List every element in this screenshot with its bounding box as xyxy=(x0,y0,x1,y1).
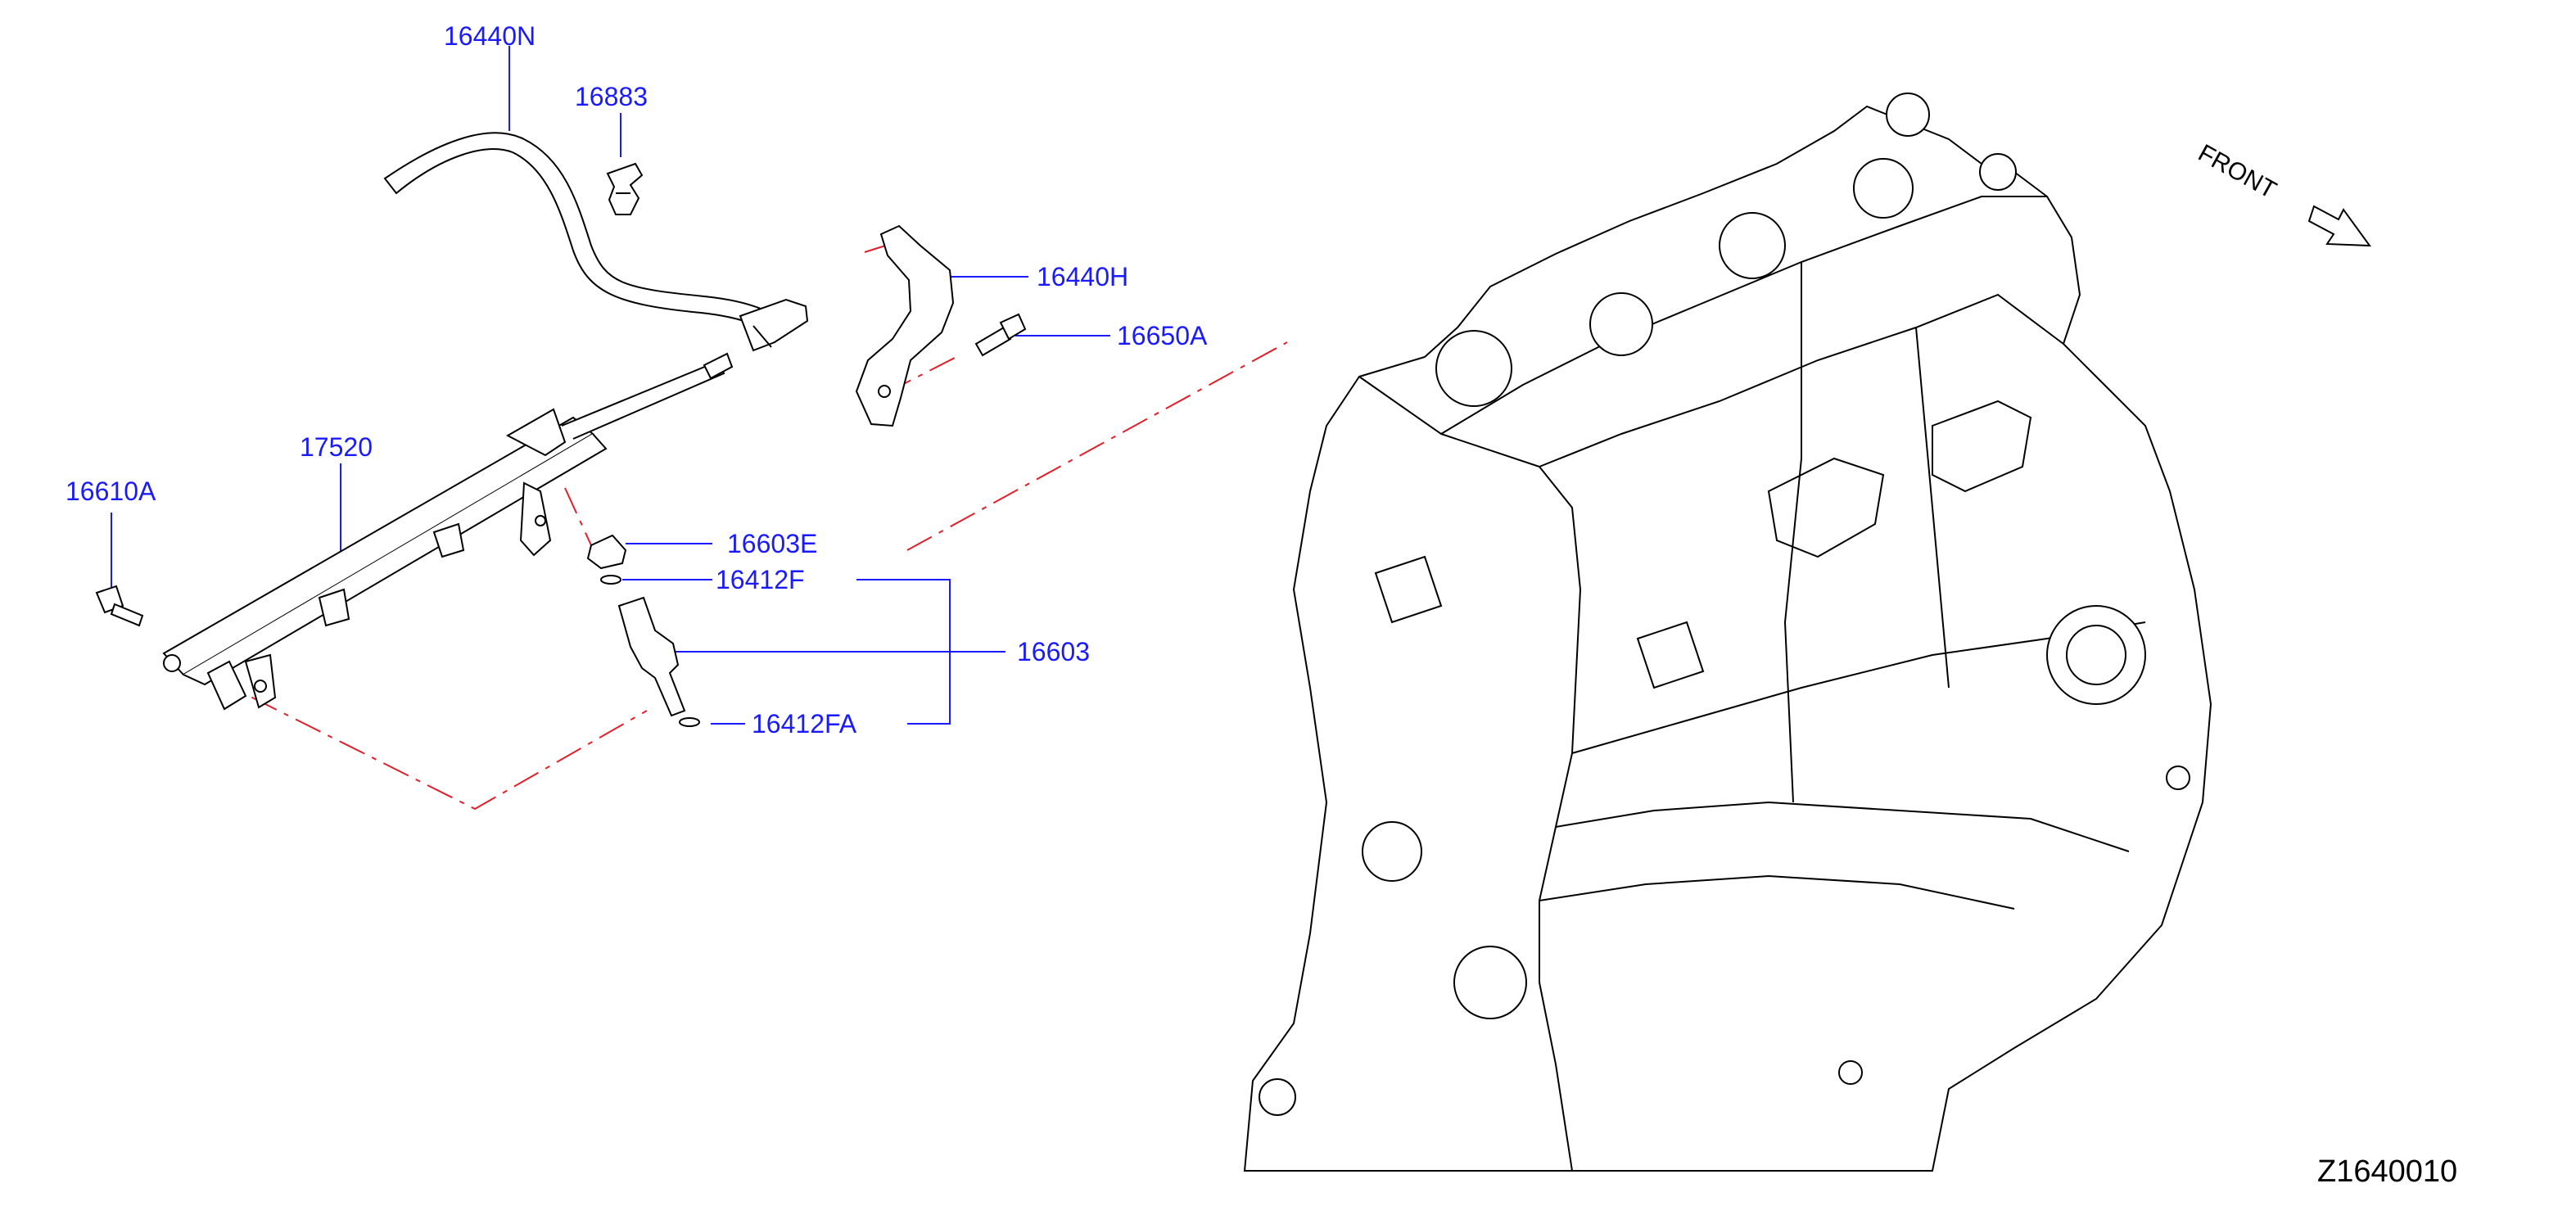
fuel-hose-16440n xyxy=(383,132,809,352)
bolt-16610a xyxy=(95,585,144,627)
clip-16883 xyxy=(606,162,644,215)
label-16883[interactable]: 16883 xyxy=(575,82,648,111)
label-16412f[interactable]: 16412F xyxy=(716,565,805,594)
leader-lines xyxy=(111,46,1110,725)
label-16440h[interactable]: 16440H xyxy=(1037,262,1129,291)
oring-16412fa-shape xyxy=(679,717,700,727)
bracket-16603 xyxy=(856,579,951,725)
bolt-16650a xyxy=(974,313,1027,357)
fuel-rail-17520 xyxy=(162,352,734,711)
label-17520[interactable]: 17520 xyxy=(300,432,373,462)
clip-16603e-shape xyxy=(586,534,627,570)
label-16603e[interactable]: 16603E xyxy=(727,529,818,558)
engine-block xyxy=(1243,93,2212,1172)
injector-16603-shape xyxy=(617,596,686,717)
bracket-16440h xyxy=(855,224,955,427)
label-16440n[interactable]: 16440N xyxy=(444,21,536,51)
label-16603[interactable]: 16603 xyxy=(1017,637,1090,666)
label-16610a[interactable]: 16610A xyxy=(66,477,156,506)
reference-code: Z1640010 xyxy=(2317,1154,2458,1189)
label-16650a[interactable]: 16650A xyxy=(1117,321,1208,350)
injector-parts xyxy=(586,534,700,727)
alignment-lines xyxy=(163,242,1288,811)
oring-16412f-shape xyxy=(600,575,621,585)
label-16412fa[interactable]: 16412FA xyxy=(752,709,857,738)
front-arrow-icon xyxy=(2307,205,2372,247)
